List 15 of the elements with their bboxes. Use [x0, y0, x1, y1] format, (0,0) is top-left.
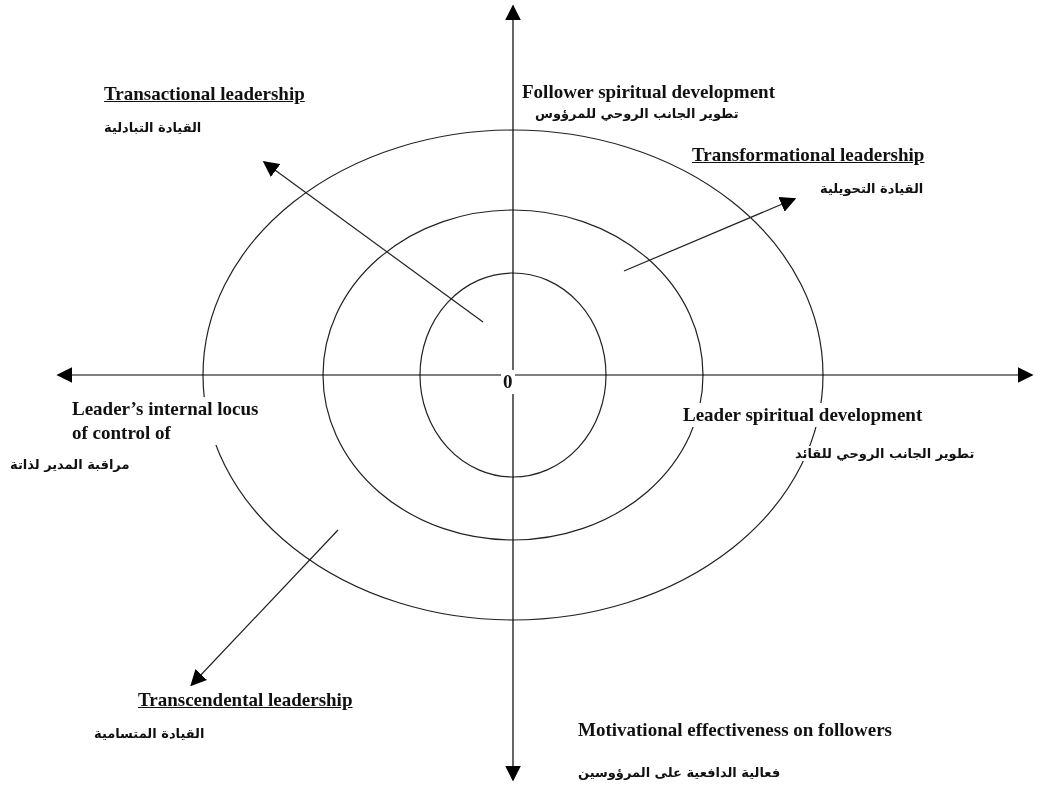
arrow [190, 529, 339, 687]
arabic-axis-label: تطوير الجانب الروحي للقائد [795, 446, 975, 461]
origin-label: 0 [501, 370, 515, 394]
arabic-axis-label: مراقبة المدير لذاتة [10, 457, 130, 472]
leadership-heading: Transcendental leadership [138, 688, 353, 712]
arrow [262, 161, 484, 323]
arabic-axis-label: تطوير الجانب الروحي للمرؤوس [535, 106, 739, 121]
arabic-leadership-label: القيادة التبادلية [104, 119, 202, 135]
leadership-heading: Transactional leadership [104, 82, 305, 106]
arrow [623, 197, 797, 272]
leadership-heading: Transformational leadership [692, 143, 925, 167]
arabic-axis-label: فعالية الدافعية على المرؤوسين [578, 765, 781, 780]
arabic-leadership-label: القيادة التحويلية [820, 180, 924, 196]
arabic-leadership-label: القيادة المتسامية [94, 725, 205, 741]
axis-label: Leader spiritual development [683, 403, 923, 427]
